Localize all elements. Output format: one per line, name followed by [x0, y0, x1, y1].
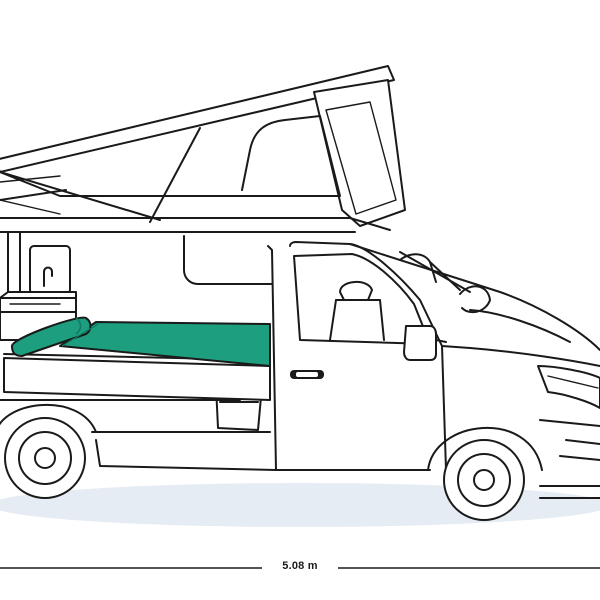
front-wheel	[427, 426, 543, 521]
van-body	[0, 217, 600, 499]
length-dimension-label: 5.08 m	[282, 560, 318, 572]
pop-up-roof	[0, 65, 406, 227]
bed-platform	[3, 353, 271, 401]
rear-wheel	[0, 403, 97, 499]
mattress	[11, 316, 271, 367]
interior	[0, 245, 77, 341]
